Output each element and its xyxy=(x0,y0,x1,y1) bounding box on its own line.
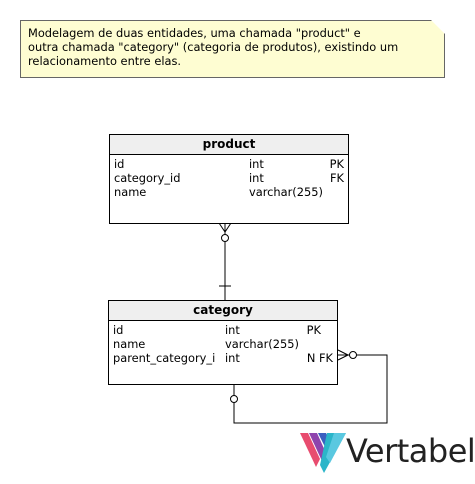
column-keys: FK xyxy=(329,171,344,185)
relationship-product-category xyxy=(218,222,232,300)
column-row[interactable]: name varchar(255) xyxy=(109,337,337,351)
column-keys: PK xyxy=(306,323,321,337)
column-list: id int PK name varchar(255) parent_categ… xyxy=(109,321,337,365)
entity-product[interactable]: product id int PK category_id int FK nam… xyxy=(109,134,349,224)
entity-title: category xyxy=(109,301,337,321)
column-list: id int PK category_id int FK name varcha… xyxy=(110,155,348,199)
column-name: category_id xyxy=(114,171,181,185)
column-name: id xyxy=(113,323,124,337)
column-name: name xyxy=(113,337,146,351)
column-row[interactable]: category_id int FK xyxy=(110,171,348,185)
column-name: id xyxy=(114,157,125,171)
column-keys: N FK xyxy=(306,351,333,365)
column-row[interactable]: name varchar(255) xyxy=(110,185,348,199)
entity-title: product xyxy=(110,135,348,155)
column-row[interactable]: parent_category_i int N FK xyxy=(109,351,337,365)
note-text: Modelagem de duas entidades, uma chamada… xyxy=(28,26,399,68)
relationship-category-self xyxy=(230,349,388,424)
column-type: int xyxy=(225,351,240,365)
diagram-note[interactable]: Modelagem de duas entidades, uma chamada… xyxy=(20,20,445,78)
column-type: int xyxy=(249,171,264,185)
column-type: varchar(255) xyxy=(225,337,299,351)
vertabelo-logo-icon xyxy=(300,433,346,473)
column-type: varchar(255) xyxy=(249,185,323,199)
column-row[interactable]: id int PK xyxy=(110,157,348,171)
column-type: int xyxy=(249,157,264,171)
column-name: name xyxy=(114,185,147,199)
column-name: parent_category_i xyxy=(113,351,216,365)
entity-category[interactable]: category id int PK name varchar(255) par… xyxy=(108,300,338,385)
column-keys: PK xyxy=(329,157,344,171)
vertabelo-logo-text: Vertabelo xyxy=(346,432,475,470)
column-row[interactable]: id int PK xyxy=(109,323,337,337)
column-type: int xyxy=(225,323,240,337)
